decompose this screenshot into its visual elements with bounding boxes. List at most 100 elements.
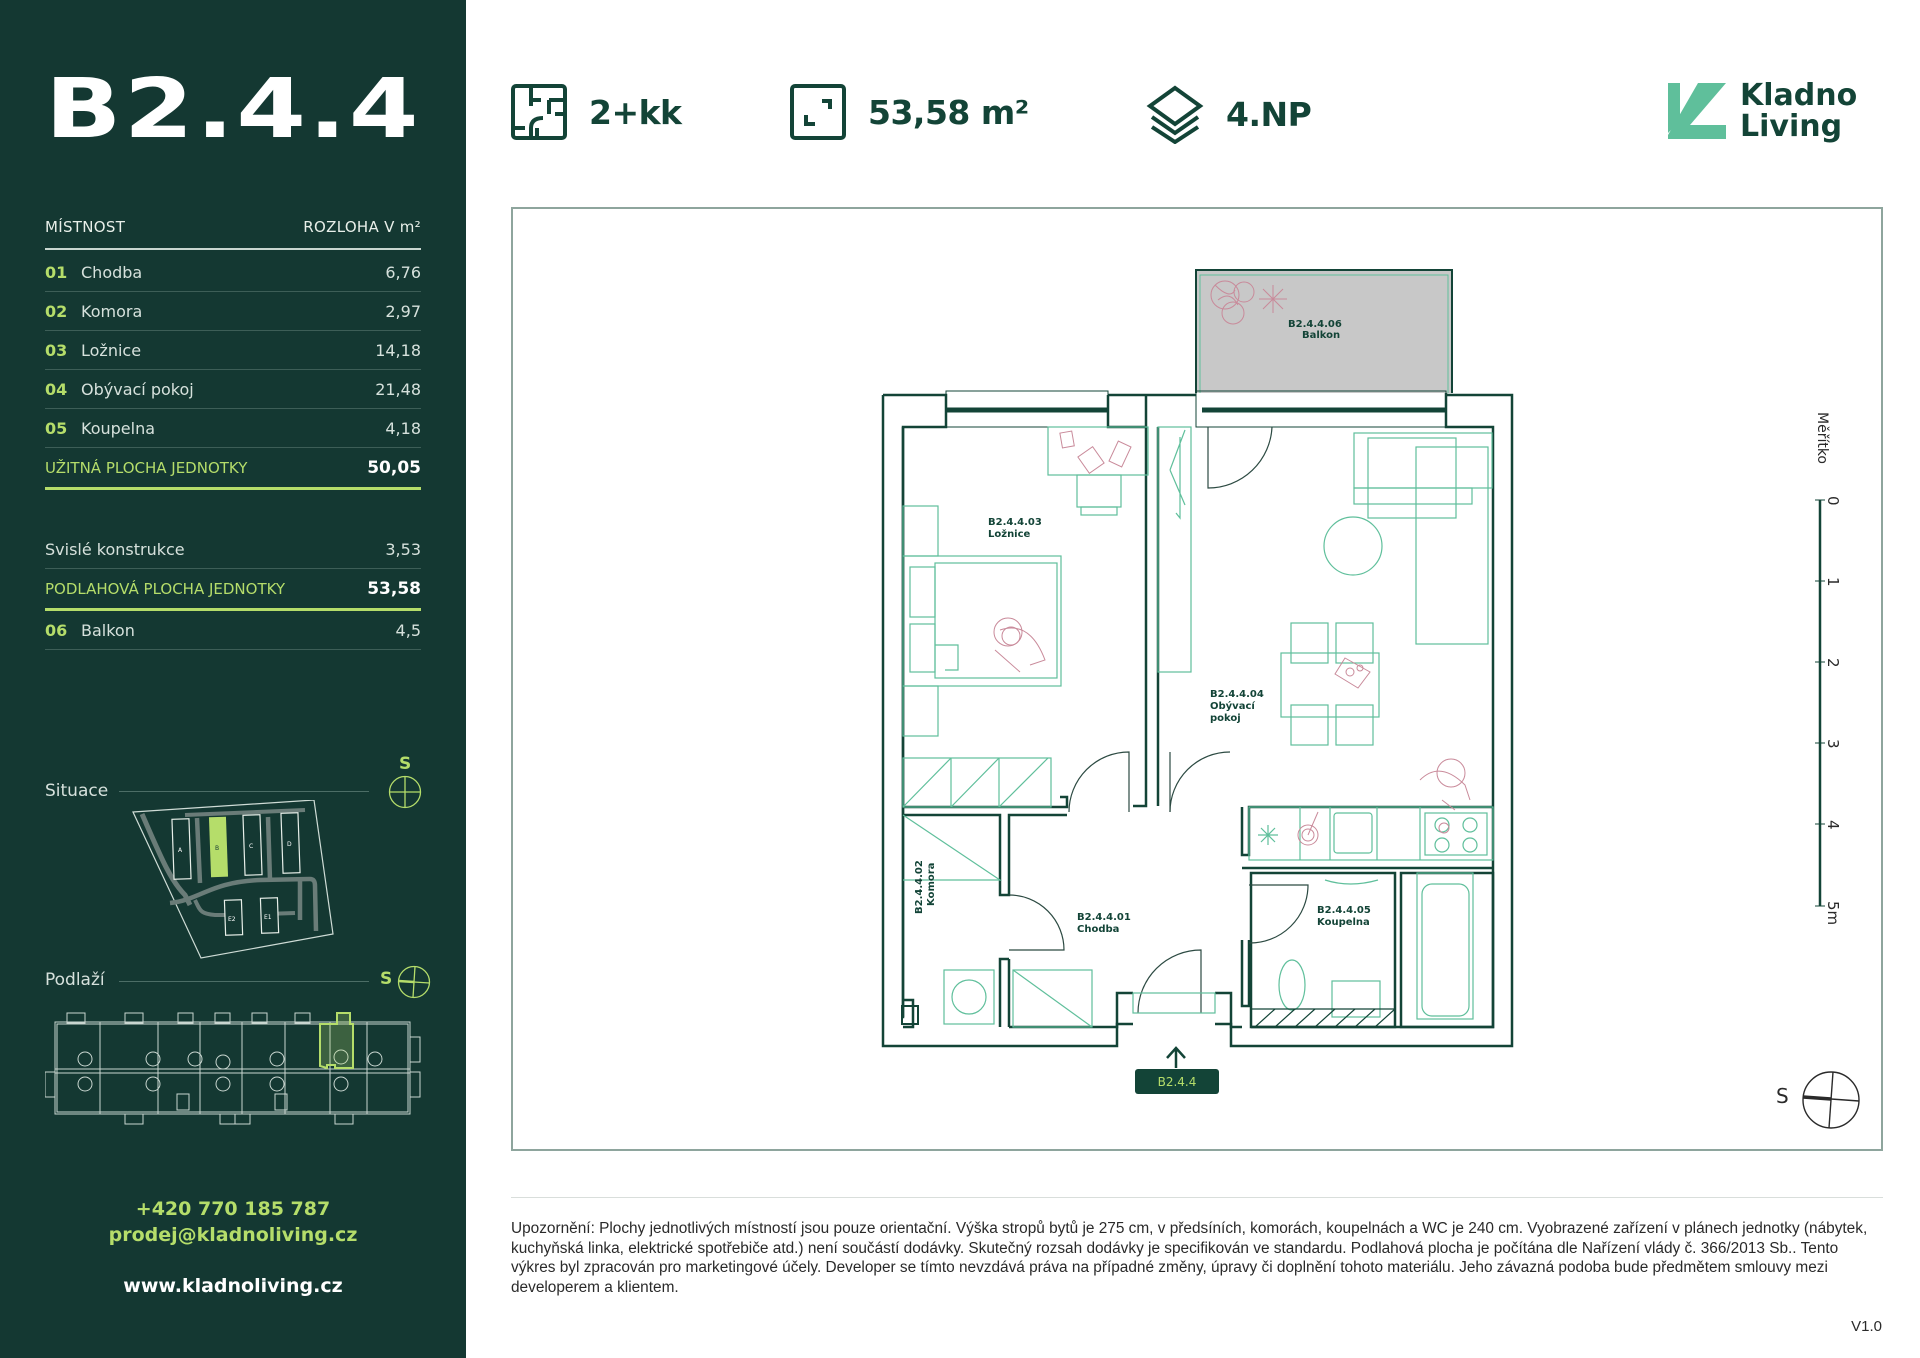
- usable-area-label: UŽITNÁ PLOCHA JEDNOTKY: [45, 458, 248, 477]
- room-name: Chodba: [81, 262, 143, 282]
- logo-line-1: Kladno: [1740, 78, 1858, 113]
- floor-divider: [119, 981, 369, 982]
- floor-area-table: Svislé konstrukce 3,53 PODLAHOVÁ PLOCHA …: [45, 530, 421, 650]
- col-room-header: MÍSTNOST: [45, 218, 126, 236]
- table-row: 03 Ložnice 14,18: [45, 331, 421, 370]
- room-label-storage-name: Komora: [926, 863, 937, 906]
- room-label-living-name: Obývací: [1210, 700, 1255, 712]
- contact-website[interactable]: www.kladnoliving.cz: [123, 1275, 343, 1297]
- room-name: Obývací pokoj: [81, 379, 194, 399]
- room-name: Ložnice: [81, 340, 142, 360]
- floor-plan-frame: [511, 207, 1883, 1151]
- floor-value: 4.NP: [1226, 94, 1312, 134]
- room-label-hall-name: Chodba: [1077, 924, 1119, 935]
- room-area: 4,18: [385, 418, 421, 438]
- svg-text:E1: E1: [264, 914, 272, 921]
- area-value: 53,58 m²: [868, 92, 1029, 132]
- room-label-storage-id: B2.4.4.02: [914, 860, 925, 914]
- entrance-tag-label: B2.4.4: [1158, 1075, 1197, 1089]
- vertical-structures-value: 3,53: [385, 539, 421, 559]
- room-area: 21,48: [375, 379, 421, 399]
- site-map: A B C D E2 E1: [132, 800, 334, 959]
- table-row: 02 Komora 2,97: [45, 292, 421, 331]
- room-area: 2,97: [385, 301, 421, 321]
- unit-code-title: B2.4.4: [45, 62, 421, 157]
- floor-info: 4.NP: [1146, 84, 1312, 144]
- room-number: 06: [45, 620, 68, 640]
- svg-text:B: B: [215, 845, 219, 852]
- floorplan-icon: [511, 84, 567, 140]
- svg-text:C: C: [249, 843, 253, 850]
- contact-phone[interactable]: +420 770 185 787: [135, 1198, 331, 1220]
- room-label-living-id: B2.4.4.04: [1210, 689, 1264, 700]
- logo-mark-icon: [1668, 83, 1726, 139]
- svg-text:5m: 5m: [1824, 901, 1842, 925]
- svg-text:4: 4: [1824, 820, 1842, 830]
- vertical-structures-label: Svislé konstrukce: [45, 539, 185, 559]
- usable-area-total: UŽITNÁ PLOCHA JEDNOTKY 50,05: [45, 448, 421, 490]
- svg-text:A: A: [178, 847, 183, 854]
- scale-bar: Měřítko 0 1 2 3 4 5m: [1814, 412, 1842, 925]
- footer-divider: [511, 1197, 1883, 1198]
- floor-area-label: PODLAHOVÁ PLOCHA JEDNOTKY: [45, 579, 286, 598]
- entrance-tag: [1135, 1069, 1219, 1094]
- version-label: V1.0: [1851, 1318, 1882, 1335]
- room-label-balcony-id: B2.4.4.06: [1288, 319, 1342, 330]
- plan-compass-icon: [1802, 1071, 1860, 1129]
- room-area: 6,76: [385, 262, 421, 282]
- svg-text:2: 2: [1824, 658, 1842, 668]
- floor-area-value: 53,58: [367, 578, 421, 599]
- entrance-arrow-icon: [1166, 1046, 1186, 1068]
- room-name: Balkon: [81, 620, 135, 640]
- room-label-bedroom-name: Ložnice: [988, 528, 1031, 540]
- floor-label: Podlaží: [45, 970, 105, 990]
- site-compass-label: S: [399, 754, 412, 774]
- sidebar: B2.4.4 MÍSTNOST ROZLOHA V m² 01 Chodba 6,…: [0, 0, 466, 1358]
- area-info: 53,58 m²: [790, 84, 1029, 140]
- floor-compass-icon: [397, 965, 431, 999]
- rooms-table-header: MÍSTNOST ROZLOHA V m²: [45, 218, 421, 250]
- room-area: 14,18: [375, 340, 421, 360]
- room-name: Koupelna: [81, 418, 156, 438]
- layers-icon: [1146, 85, 1204, 144]
- balcony: [1195, 269, 1453, 393]
- usable-area-value: 50,05: [367, 457, 421, 478]
- site-compass-icon: [388, 775, 422, 809]
- svg-text:E2: E2: [228, 916, 236, 923]
- brand-logo[interactable]: Kladno Living: [1668, 80, 1857, 142]
- contact-email[interactable]: prodej@kladnoliving.cz: [108, 1224, 358, 1246]
- rooms-table: 01 Chodba 6,76 02 Komora 2,97 03 Ložnice 14…: [45, 253, 421, 490]
- room-label-living-name2: pokoj: [1210, 713, 1241, 724]
- room-label-hall-id: B2.4.4.01: [1077, 912, 1131, 923]
- col-area-header: ROZLOHA V m²: [303, 218, 421, 236]
- room-number: 03: [45, 340, 68, 360]
- floor-mini-plan: [45, 1012, 421, 1125]
- room-name: Komora: [81, 301, 143, 321]
- room-labels: B2.4.4.06 Balkon B2.4.4.03 Ložnice B2.4.…: [914, 319, 1371, 935]
- svg-text:1: 1: [1824, 577, 1842, 587]
- room-number: 02: [45, 301, 68, 321]
- room-number: 05: [45, 418, 68, 438]
- room-label-balcony-name: Balkon: [1302, 330, 1340, 341]
- floor-compass-label: S: [380, 969, 393, 989]
- scale-title: Měřítko: [1814, 412, 1830, 464]
- svg-text:D: D: [287, 841, 292, 848]
- layout-info: 2+kk: [511, 84, 682, 140]
- site-label: Situace: [45, 781, 109, 801]
- area-corner-icon: [790, 84, 846, 140]
- vertical-structures-row: Svislé konstrukce 3,53: [45, 530, 421, 569]
- plan-compass-label: S: [1776, 1084, 1789, 1108]
- disclaimer-text: Upozornění: Plochy jednotlivých místnost…: [511, 1220, 1868, 1296]
- site-divider: [119, 791, 369, 792]
- svg-text:0: 0: [1824, 496, 1842, 506]
- logo-line-2: Living: [1740, 109, 1843, 144]
- floor-area-total: PODLAHOVÁ PLOCHA JEDNOTKY 53,58: [45, 569, 421, 611]
- room-label-bath-id: B2.4.4.05: [1317, 905, 1371, 916]
- room-number: 01: [45, 262, 68, 282]
- table-row: 01 Chodba 6,76: [45, 253, 421, 292]
- room-label-bath-name: Koupelna: [1317, 917, 1370, 928]
- room-label-bedroom-id: B2.4.4.03: [988, 517, 1042, 528]
